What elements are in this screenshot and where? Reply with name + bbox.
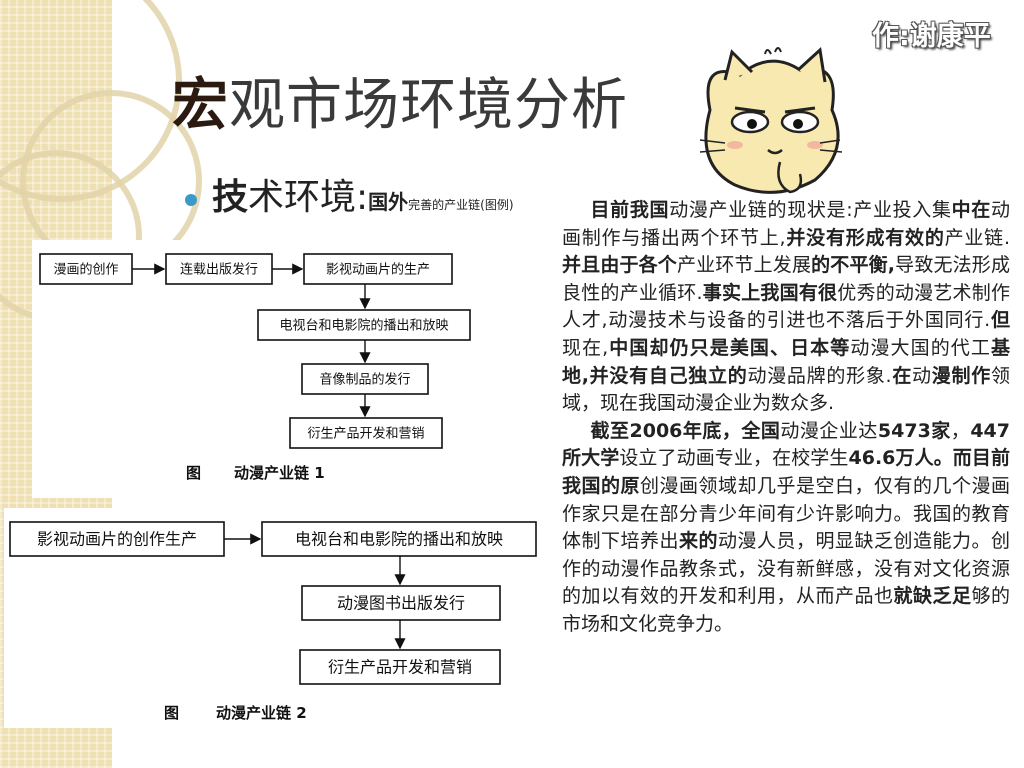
bullet-heading: 技术环境:国外完善的产业链(图例) [212, 178, 557, 248]
paragraph-1: 目前我国动漫产业链的现状是:产业投入集中在动画制作与播出两个环节上,并没有形成有… [562, 197, 1010, 418]
bullet-big-char: 技 [212, 177, 249, 218]
paragraph1-segment: 目前我国 [590, 199, 670, 221]
paragraph2-segment: 来的 [679, 530, 718, 553]
paragraph2-segment: 设立了动画专业，在校学生 [619, 447, 849, 470]
title-rest: 观市场环境分析 [229, 73, 628, 138]
chain1-caption-text: 动漫产业链 1 [234, 464, 325, 482]
paragraph1-segment: 动漫大国的代工 [850, 336, 991, 359]
paragraph2-segment: 447所大学 [562, 419, 1010, 470]
paragraph1-segment: 现在, [562, 336, 609, 359]
paragraph1-segment: 中国却仍只是美国、日本等 [608, 336, 851, 359]
paragraph2-segment: 动漫人员，明显缺乏创造能力。创作的动漫作品教条式，没有新鲜感，没有对文化资源的加… [562, 530, 1010, 608]
paragraph1-segment: 的不平衡, [811, 254, 895, 277]
chain1-label-d: 电视台和电影院的播出和放映 [279, 318, 448, 334]
chain2-box-animation-creation [9, 521, 225, 557]
paragraph2-segment: 截至2006年底，全国 [590, 419, 781, 442]
paragraph1-segment: 导致无法形成良性的产业循环. [562, 254, 1010, 304]
chain1-label-a: 漫画的创作 [53, 262, 118, 278]
paragraph1-segment: 但 [990, 309, 1010, 332]
chain2-box-tv-cinema [261, 521, 537, 557]
paragraph1-segment: 产业环节上发展 [676, 254, 812, 277]
paragraph1-segment: 动漫产业链的现状是:产业投入集 [669, 199, 952, 221]
chain2-label-b: 电视台和电影院的播出和放映 [295, 530, 503, 549]
paragraph1-segment: 漫制作 [931, 364, 991, 387]
bullet-mid: 国外 [368, 190, 409, 214]
chain1-label-b: 连载出版发行 [180, 262, 258, 278]
chain2-box-derivatives [299, 649, 501, 685]
body-text: 目前我国动漫产业链的现状是:产业投入集中在动画制作与播出两个环节上,并没有形成有… [562, 197, 1010, 697]
chain1-box-animation-production [303, 253, 453, 285]
paragraph2-segment: 5473家 [877, 419, 951, 442]
chain1-label-c: 影视动画片的生产 [326, 262, 430, 278]
paragraph1-segment: 优秀的动漫艺术制作人才,动漫技术与设备的引进也不落后于外国同行. [562, 281, 1010, 332]
industry-chain-diagram-1: 漫画的创作 连载出版发行 影视动画片的生产 电视台和电影院的播出和放映 音像制品… [32, 240, 542, 498]
chain1-box-derivatives [289, 417, 443, 449]
paragraph1-segment: 领域，现在我国动漫企业为数众多. [562, 364, 1010, 415]
paragraph1-segment: 动 [912, 364, 932, 387]
paragraph1-segment: 并没有形成有效的 [785, 226, 945, 249]
chain1-label-e: 音像制品的发行 [319, 372, 410, 388]
paragraph2-segment: 46.6万人。而目前我国的原 [562, 447, 1010, 497]
chain1-label-f: 衍生产品开发和营销 [307, 426, 424, 442]
author-label: 作:谢康平 [872, 21, 991, 52]
chain2-label-c: 动漫图书出版发行 [337, 594, 465, 613]
paragraph1-segment: 产业链. [944, 226, 1010, 249]
slide-title: 宏观市场环境分析 [172, 60, 672, 138]
title-first-char: 宏 [172, 73, 229, 138]
bullet-dot [185, 194, 197, 206]
chain1-caption-label: 图 [186, 464, 201, 482]
bullet-big-rest: 术环境: [248, 177, 369, 218]
chain2-caption-label: 图 [164, 704, 179, 722]
chain1-box-av-products [301, 363, 429, 395]
industry-chain-diagram-2: 影视动画片的创作生产 电视台和电影院的播出和放映 动漫图书出版发行 衍生产品开发… [4, 508, 552, 728]
bullet-small: 完善的产业链(图例) [408, 198, 514, 212]
paragraph1-segment: 动画制作与播出两个环节上, [562, 199, 1010, 249]
paragraph1-segment: 动漫品牌的形象. [747, 364, 892, 387]
paragraph2-segment: 够的市场和文化竞争力。 [562, 585, 1010, 635]
cartoon-cat-illustration [699, 47, 843, 194]
paragraph1-segment: 并且由于各个 [562, 254, 677, 277]
chain2-label-d: 衍生产品开发和营销 [328, 658, 472, 677]
paragraph1-segment: 在 [891, 364, 913, 387]
paragraph-2: 截至2006年底，全国动漫企业达5473家，447所大学设立了动画专业，在校学生… [562, 418, 1010, 639]
paragraph1-segment: 中在 [951, 199, 991, 221]
paragraph1-segment: 基地,并没有自己独立的 [562, 336, 1010, 387]
paragraph2-segment: 动漫企业达 [780, 419, 878, 442]
chain2-box-book-publishing [301, 585, 501, 621]
chain1-box-tv-cinema [257, 309, 471, 341]
paragraph1-segment: 事实上我国有很 [702, 281, 838, 304]
chain2-label-a: 影视动画片的创作生产 [37, 530, 197, 549]
paragraph2-segment: ， [950, 419, 971, 442]
paragraph2-segment: 创漫画领域却几乎是空白，仅有的几个漫画作家只是在部分青少年间有少许影响力。我国的… [562, 474, 1010, 553]
chain2-caption-text: 动漫产业链 2 [216, 704, 307, 722]
paragraph2-segment: 就缺乏足 [893, 585, 972, 608]
